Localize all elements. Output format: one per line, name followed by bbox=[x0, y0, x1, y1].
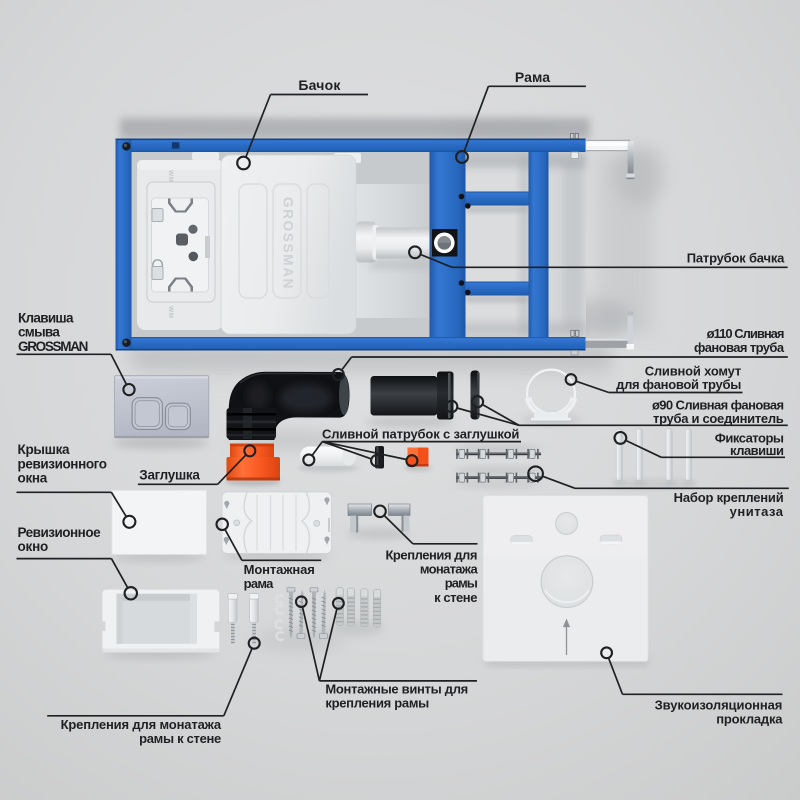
svg-text:WM: WM bbox=[167, 306, 174, 319]
svg-text:рамы: рамы bbox=[445, 576, 478, 591]
svg-text:прокладка: прокладка bbox=[716, 711, 783, 726]
svg-text:монатажа: монатажа bbox=[420, 562, 479, 577]
svg-text:GROSSMAN: GROSSMAN bbox=[281, 197, 296, 290]
svg-text:Сливной патрубок с заглушкой: Сливной патрубок с заглушкой bbox=[322, 427, 519, 442]
svg-text:Клавиша: Клавиша bbox=[18, 310, 74, 325]
svg-text:GROSSMAN: GROSSMAN bbox=[18, 339, 88, 354]
svg-text:Крепления для: Крепления для bbox=[385, 547, 477, 562]
svg-text:Заглушка: Заглушка bbox=[139, 468, 200, 483]
svg-text:Набор креплений: Набор креплений bbox=[674, 490, 784, 505]
svg-text:крепления рамы: крепления рамы bbox=[325, 696, 429, 711]
svg-text:смыва: смыва bbox=[18, 325, 60, 340]
svg-text:ø90 Сливная фановая: ø90 Сливная фановая bbox=[652, 398, 784, 413]
svg-text:Фиксаторы: Фиксаторы bbox=[715, 430, 784, 445]
svg-text:к стене: к стене bbox=[434, 590, 477, 605]
svg-text:Крепления для монатажа: Крепления для монатажа bbox=[61, 717, 222, 732]
svg-text:для фановой трубы: для фановой трубы bbox=[616, 377, 741, 392]
svg-text:фановая труба: фановая труба bbox=[694, 340, 785, 355]
svg-text:Ревизионное: Ревизионное bbox=[18, 525, 102, 540]
svg-text:рама: рама bbox=[244, 576, 275, 591]
svg-text:Звукоизоляционная: Звукоизоляционная bbox=[655, 697, 783, 712]
svg-text:рамы к стене: рамы к стене bbox=[139, 731, 221, 746]
svg-text:Рама: Рама bbox=[515, 69, 550, 85]
svg-text:Бачок: Бачок bbox=[298, 77, 341, 93]
svg-text:труба и соединитель: труба и соединитель bbox=[653, 411, 784, 426]
svg-text:Крышка: Крышка bbox=[18, 442, 71, 457]
svg-text:окна: окна bbox=[18, 471, 48, 486]
svg-text:унитаза: унитаза bbox=[730, 504, 784, 519]
svg-text:окно: окно bbox=[18, 539, 49, 554]
svg-text:Сливной хомут: Сливной хомут bbox=[645, 363, 741, 378]
svg-text:клавиши: клавиши bbox=[730, 443, 784, 458]
svg-text:Монтажная: Монтажная bbox=[244, 562, 315, 577]
svg-text:Монтажные винты для: Монтажные винты для bbox=[325, 681, 468, 696]
svg-text:ø110 Сливная: ø110 Сливная bbox=[707, 326, 784, 341]
svg-text:Патрубок бачка: Патрубок бачка bbox=[687, 250, 785, 265]
svg-text:ревизионного: ревизионного bbox=[18, 456, 107, 471]
svg-text:WM: WM bbox=[167, 170, 174, 183]
